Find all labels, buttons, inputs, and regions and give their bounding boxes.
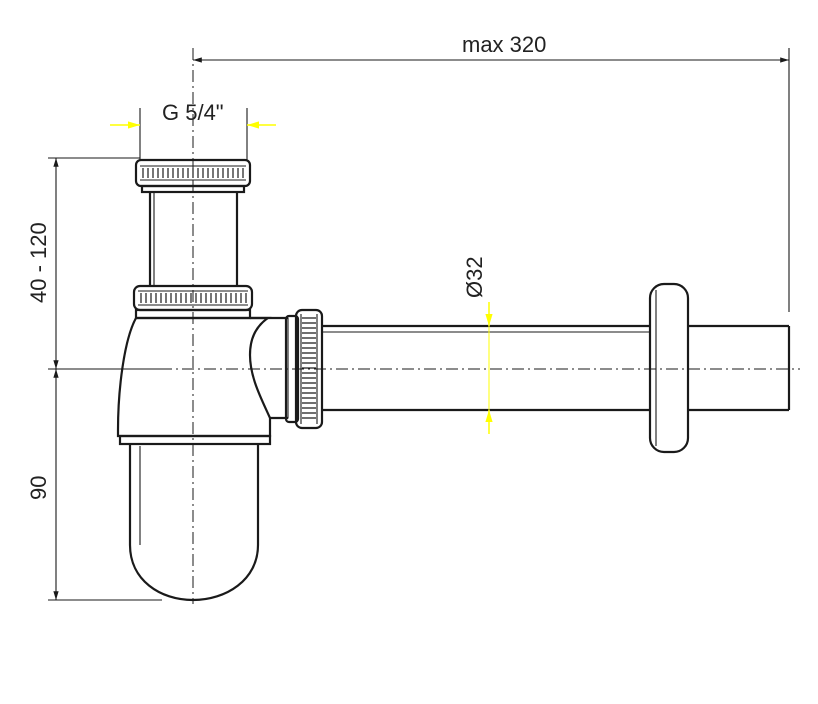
height-adjust-label: 40 - 120 (26, 222, 51, 303)
wall-rosette (648, 282, 690, 454)
siphon-cup (118, 434, 272, 602)
max-length-label: max 320 (462, 32, 546, 57)
outlet-coupling-nut (284, 308, 324, 430)
top-nut (134, 158, 252, 194)
middle-nut-knurling (140, 293, 247, 303)
top-nut-knurling (142, 168, 244, 178)
outlet-nut-knurling (302, 317, 316, 419)
thread-size-label: G 5/4" (162, 100, 224, 125)
siphon-body (116, 316, 289, 438)
vertical-tube (148, 192, 239, 286)
pipe-diameter-label: Ø32 (462, 256, 487, 298)
outlet-pipe (322, 324, 791, 412)
depth-label: 90 (26, 476, 51, 500)
